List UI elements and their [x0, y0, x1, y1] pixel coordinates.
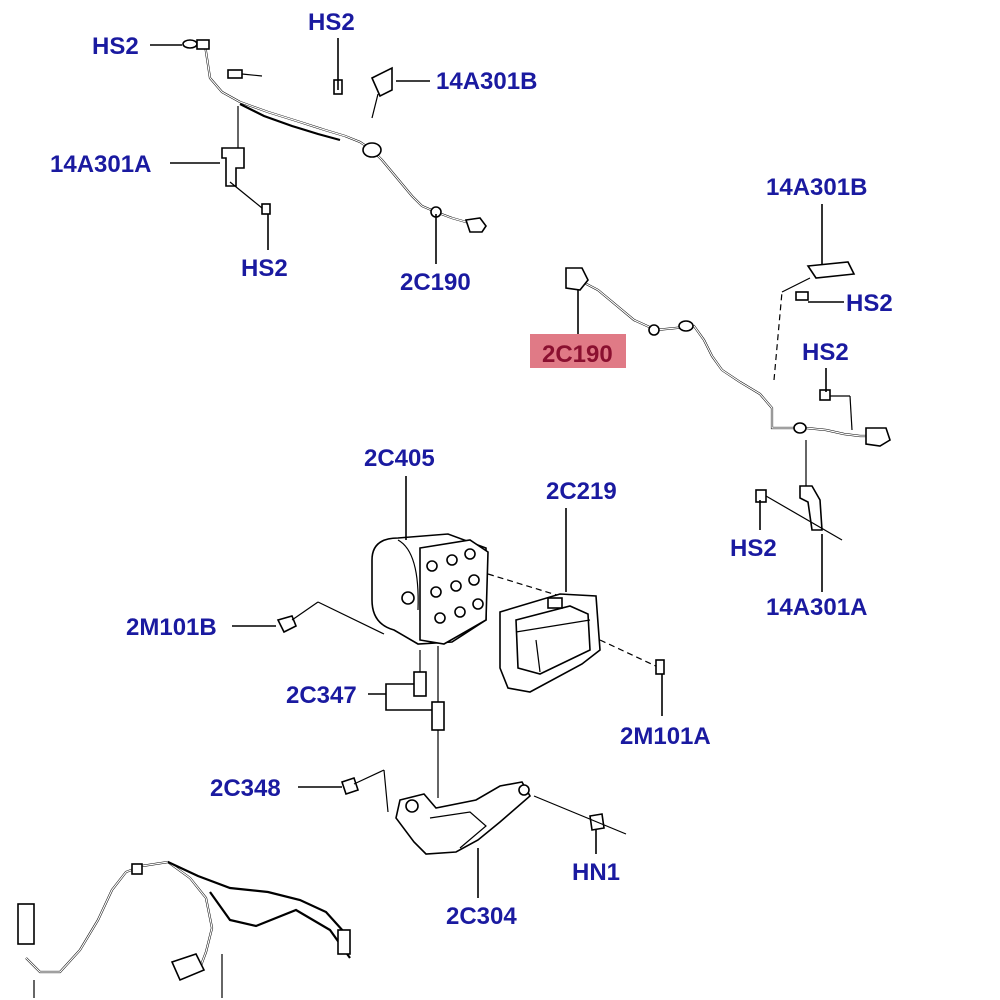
- wheel-sensor-cable: [17, 860, 351, 998]
- callout-2c190-highlighted[interactable]: 2C190: [542, 341, 613, 368]
- callout-14a301b-top[interactable]: 14A301B: [436, 68, 537, 95]
- abs-modulator: [371, 533, 661, 669]
- callout-hs2-top[interactable]: HS2: [308, 9, 355, 36]
- callout-2c219[interactable]: 2C219: [546, 478, 617, 505]
- callout-2c348[interactable]: 2C348: [210, 775, 281, 802]
- callout-2c347[interactable]: 2C347: [286, 682, 357, 709]
- callout-hn1[interactable]: HN1: [572, 859, 620, 886]
- callout-hs2-mid-left[interactable]: HS2: [241, 255, 288, 282]
- callout-2m101b[interactable]: 2M101B: [126, 614, 217, 641]
- callout-14a301a-top[interactable]: 14A301A: [50, 151, 151, 178]
- callout-2m101a[interactable]: 2M101A: [620, 723, 711, 750]
- leader-lines: [150, 38, 844, 898]
- callout-hs2-right-lower[interactable]: HS2: [730, 535, 777, 562]
- right-sensor-harness: [565, 261, 891, 541]
- callout-hs2-right-mid[interactable]: HS2: [802, 339, 849, 366]
- callout-2c405[interactable]: 2C405: [364, 445, 435, 472]
- callout-hs2-right-upper[interactable]: HS2: [846, 290, 893, 317]
- abs-control-module: [499, 593, 601, 693]
- callout-2c190-top[interactable]: 2C190: [400, 269, 471, 296]
- callout-2c304[interactable]: 2C304: [446, 903, 517, 930]
- mounting-bracket: [395, 730, 532, 855]
- front-left-sensor-harness: [182, 39, 487, 233]
- callout-14a301a-right[interactable]: 14A301A: [766, 594, 867, 621]
- callout-14a301b-right[interactable]: 14A301B: [766, 174, 867, 201]
- callout-highlight-box: [530, 334, 626, 368]
- fasteners: [276, 601, 665, 835]
- callout-hs2-top-left[interactable]: HS2: [92, 33, 139, 60]
